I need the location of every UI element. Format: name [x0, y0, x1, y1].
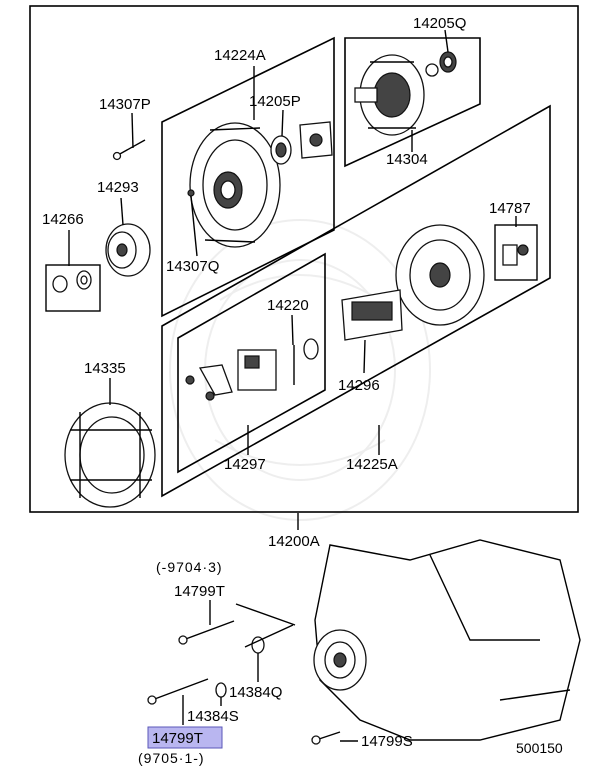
label-14205P[interactable]: 14205P [249, 93, 301, 110]
rear-housing-part [189, 122, 281, 248]
bearing-retainer-plate [299, 121, 333, 159]
label-14224A[interactable]: 14224A [214, 47, 266, 64]
engine-mount-block [313, 539, 581, 741]
brush-holder-14787-part [494, 224, 538, 281]
label-14799T-upper[interactable]: 14799T [174, 583, 225, 600]
label-14335[interactable]: 14335 [84, 360, 126, 377]
date-note-bottom: (9705·1-) [138, 750, 205, 766]
pulley-part [105, 223, 151, 277]
label-14266[interactable]: 14266 [42, 211, 84, 228]
label-14304[interactable]: 14304 [386, 151, 428, 168]
group-box-14304 [344, 37, 481, 168]
date-note-top: (-9704·3) [156, 559, 223, 575]
bolt-14799S-part [311, 731, 341, 745]
label-14200A[interactable]: 14200A [268, 533, 320, 550]
watermark-logo [169, 219, 431, 521]
label-14205Q[interactable]: 14205Q [413, 15, 466, 32]
label-14220[interactable]: 14220 [267, 297, 309, 314]
label-14225A[interactable]: 14225A [346, 456, 398, 473]
regulator-part [185, 345, 295, 401]
group-box-14297 [177, 252, 326, 474]
screw-14307Q-part [187, 189, 195, 197]
label-14293[interactable]: 14293 [97, 179, 139, 196]
label-14307Q[interactable]: 14307Q [166, 258, 219, 275]
bearing-14205P-part [270, 135, 292, 165]
label-14384S[interactable]: 14384S [187, 708, 239, 725]
nut-14384S-part [215, 682, 227, 698]
label-14297[interactable]: 14297 [224, 456, 266, 473]
diagram-id: 500150 [516, 740, 563, 756]
label-14384Q[interactable]: 14384Q [229, 684, 282, 701]
nut-washer-14266-part [45, 264, 101, 312]
group-box-14224A [161, 36, 335, 318]
label-14787[interactable]: 14787 [489, 200, 531, 217]
front-housing-part [395, 224, 485, 326]
rectifier-part [341, 289, 403, 341]
label-14296[interactable]: 14296 [338, 377, 380, 394]
label-14799T-selected[interactable]: 14799T [152, 730, 203, 747]
label-14307P[interactable]: 14307P [99, 96, 151, 113]
selected-part-highlight [147, 726, 223, 749]
bolt-14799T-lower-part [147, 678, 209, 705]
bolt-14307P-part [112, 139, 146, 161]
group-box-14225A [161, 104, 551, 498]
rotor-part [354, 54, 425, 136]
label-14799S[interactable]: 14799S [361, 733, 413, 750]
bolt-14799T-upper-part [178, 620, 235, 645]
bearing-14205Q-part [425, 51, 457, 77]
leader-lines [68, 29, 517, 742]
main-assembly-frame [29, 5, 579, 513]
o-ring-14220-part [303, 338, 319, 360]
stator-part [64, 402, 156, 508]
